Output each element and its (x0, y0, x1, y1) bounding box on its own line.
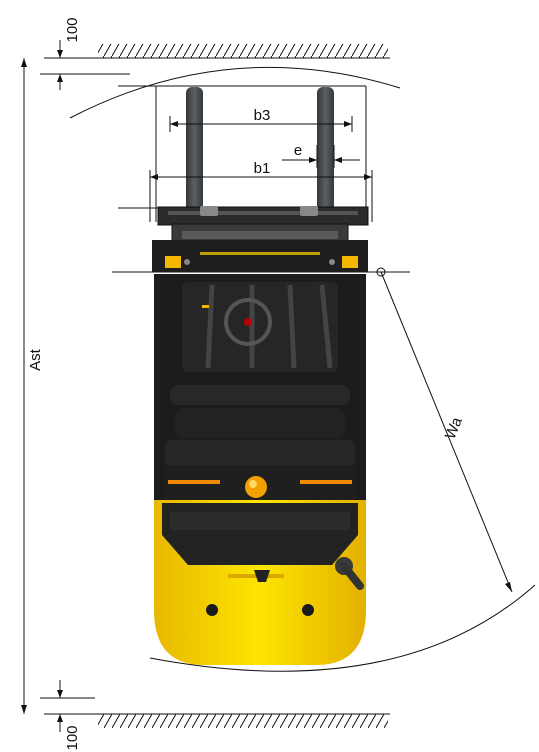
fork-spread-dimension: b3 (169, 107, 353, 132)
overall-width-dimension: b1 (150, 160, 372, 180)
bottom-clearance-dimension: 100 (40, 680, 95, 751)
turning-radius-dimension: Wa (376, 267, 513, 593)
fork-width-dimension: e (282, 142, 360, 168)
bottom-swept-arc (149, 584, 536, 672)
fork-width-label: e (294, 142, 302, 159)
forks (186, 87, 334, 212)
top-clearance-dimension: 100 (40, 17, 130, 90)
aisle-width-dimension: Ast (21, 58, 44, 714)
beacon-light (245, 476, 267, 498)
bottom-wall (44, 713, 390, 728)
overall-width-label: b1 (254, 160, 271, 177)
fork-frame-lines (118, 85, 373, 222)
right-fork (317, 87, 334, 212)
top-wall (44, 44, 390, 59)
pivot-point (376, 267, 386, 277)
top-swept-arc (69, 66, 401, 119)
bottom-clearance-label: 100 (64, 725, 81, 750)
truck-body (152, 206, 369, 665)
top-clearance-label: 100 (64, 17, 81, 42)
fork-spread-label: b3 (254, 107, 271, 124)
aisle-width-label: Ast (27, 348, 44, 371)
turning-radius-label: Wa (442, 414, 466, 441)
steering-wheel (224, 298, 272, 346)
left-fork (186, 87, 203, 212)
front-chassis (152, 240, 368, 272)
fork-carriage (157, 206, 369, 226)
